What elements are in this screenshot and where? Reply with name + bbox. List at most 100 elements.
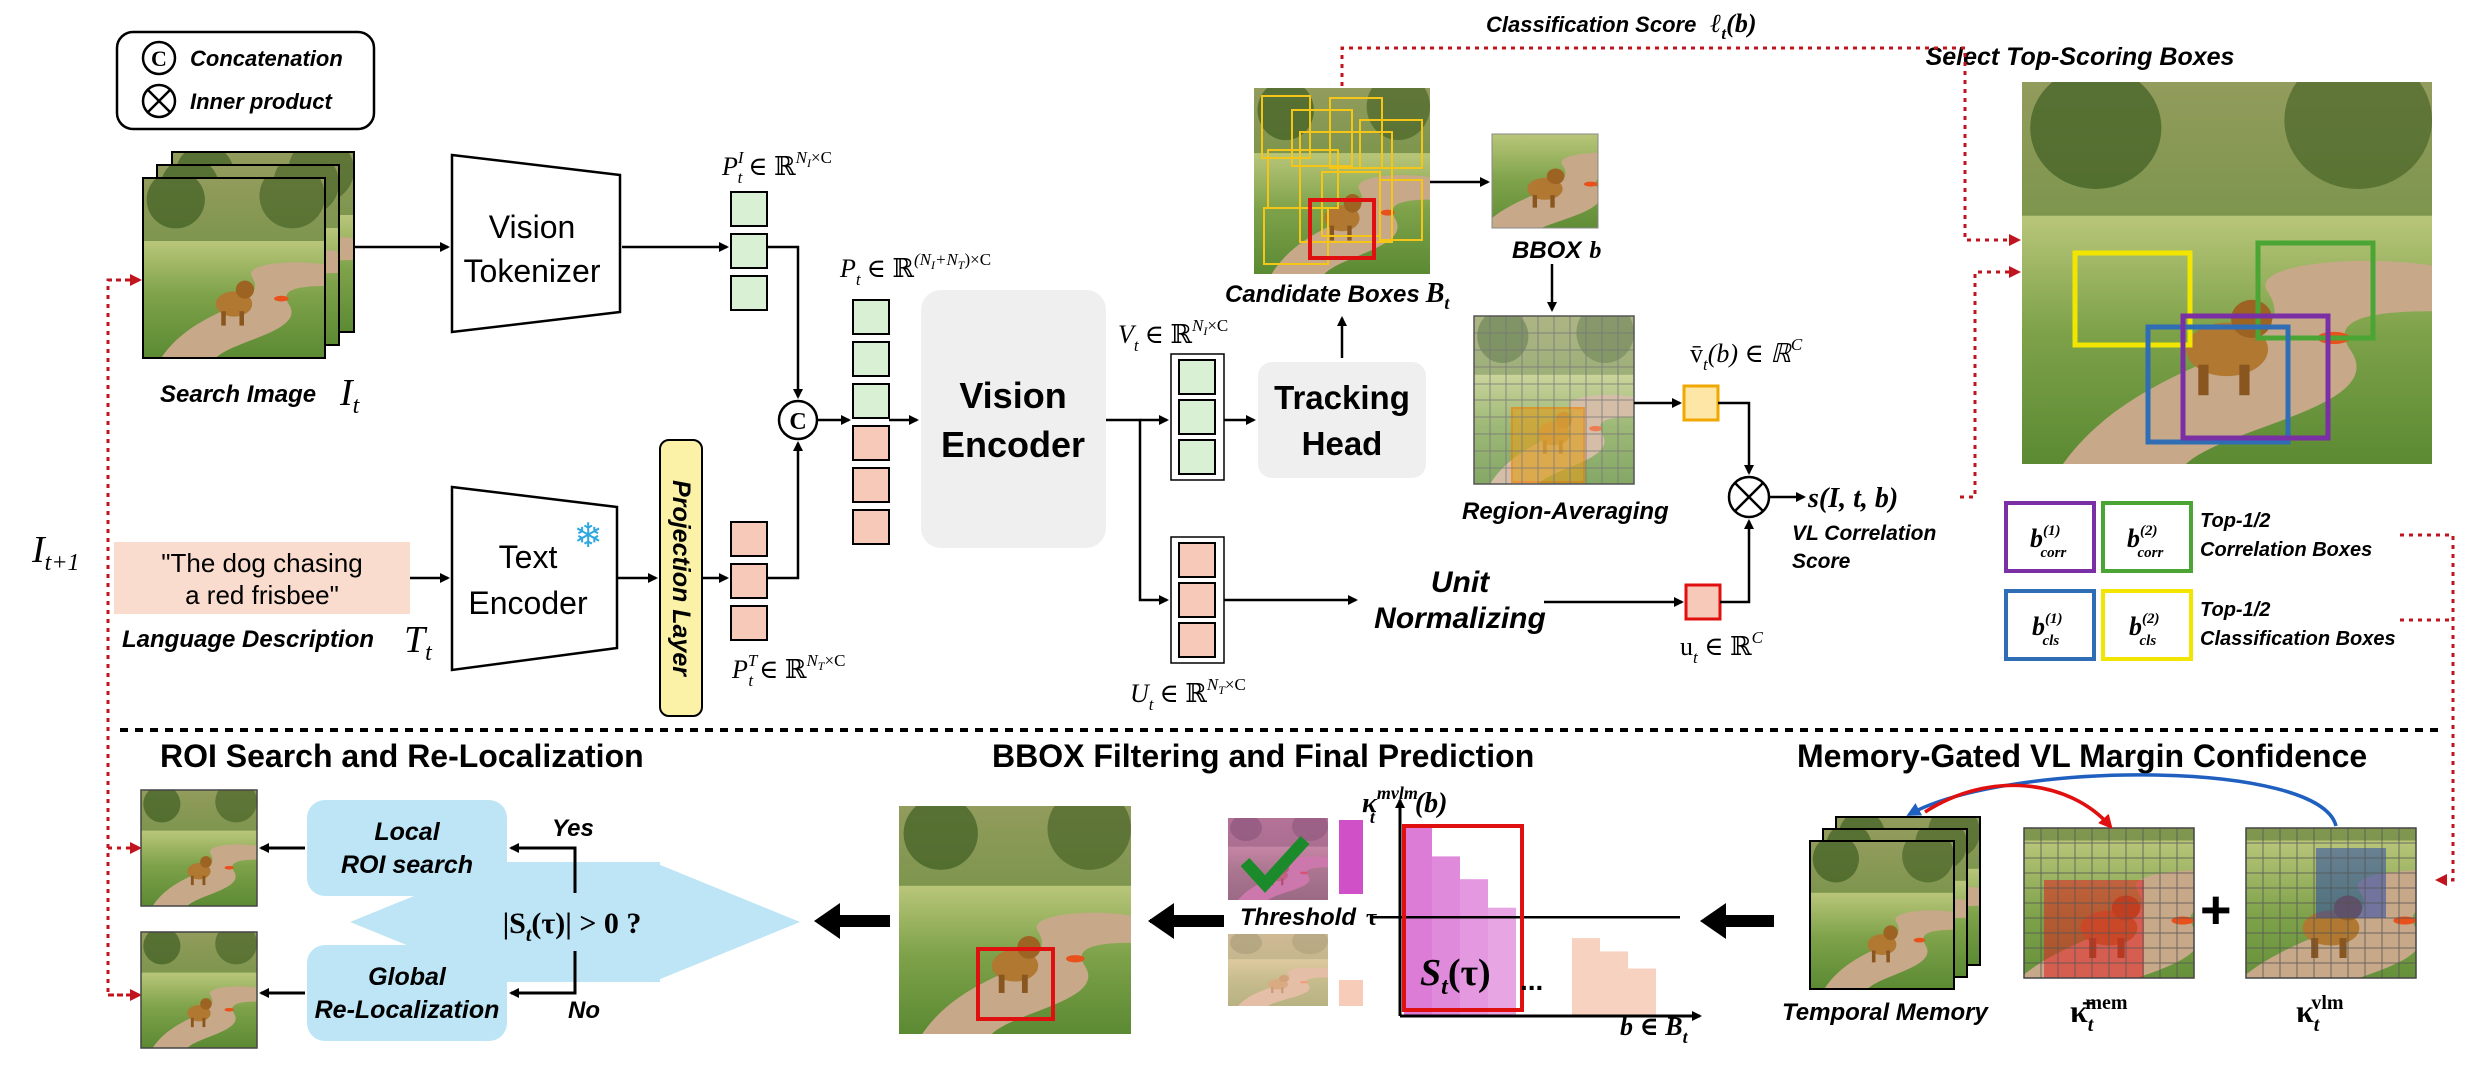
chart-bar: [1600, 951, 1628, 1016]
tracking-head-label-2: Head: [1302, 425, 1383, 462]
ellipsis: ...: [1520, 965, 1543, 996]
image-tokens: [730, 191, 768, 311]
threshold-label: Thresholdτ: [1240, 904, 1377, 931]
roi-title: ROI Search and Re-Localization: [160, 738, 644, 774]
region-averaging-label: Region-Averaging: [1462, 498, 1669, 525]
corr-score-label-1: VL Correlation: [1792, 522, 1936, 545]
svg-text:Classification Boxes: Classification Boxes: [2200, 628, 2396, 650]
text-prompt-line1: "The dog chasing: [161, 548, 362, 578]
kappa-mem-label: κ̄tmem: [2070, 992, 2128, 1036]
box-cls-2: [2145, 324, 2291, 445]
bbox-crop-image: [1492, 134, 1598, 228]
final-prediction-box: [976, 947, 1055, 1021]
plus-sign: +: [2200, 880, 2232, 940]
search-image-stack: [142, 151, 355, 359]
yes-label: Yes: [552, 815, 594, 842]
vision-tokenizer-label-1: Vision: [489, 209, 576, 245]
temporal-memory-stack: [1809, 816, 1981, 990]
kappa-vlm-label: κtvlm: [2296, 992, 2344, 1036]
local-roi-search-block: [307, 800, 507, 896]
search-image: [142, 177, 326, 359]
legend: C Concatenation Inner product: [115, 30, 376, 131]
vision-tokenizer-block: [450, 153, 622, 334]
memory-gate-arrow: [1924, 783, 2113, 830]
language-label: Language Description: [122, 626, 374, 653]
box-cls-1: [2072, 250, 2193, 348]
selected-set-box: [1402, 824, 1524, 1012]
confidence-chart: [1370, 798, 1702, 1021]
candidate-best-box: [1308, 198, 1376, 260]
p-all-label: Pt∈ ℝ(NI+NT)×C: [839, 250, 991, 289]
svg-text:Global: Global: [368, 963, 447, 991]
concat-label: Concatenation: [190, 46, 343, 71]
text-encoder-label-1: Text: [499, 539, 558, 575]
no-label: No: [568, 997, 600, 1024]
chart-bar: [1404, 826, 1432, 1016]
svg-text:b(2)corr: b(2)corr: [2127, 523, 2163, 561]
check-icon: [1240, 835, 1310, 893]
region-grid: [1474, 316, 1634, 484]
candidate-boxes-image: [1254, 88, 1430, 274]
tracking-head-block: [1258, 362, 1426, 478]
box-corr-2: [2255, 240, 2376, 341]
local-roi-image: [141, 790, 257, 906]
dotted-red-paths: [106, 46, 2455, 1001]
ut-label: ut ∈ ℝC: [1680, 628, 1764, 667]
legend-frame: [115, 30, 376, 131]
temporal-memory-label: Temporal Memory: [1782, 999, 1989, 1026]
svg-text:ROI search: ROI search: [341, 851, 473, 879]
final-prediction-image: [899, 806, 1131, 1034]
concat-symbol-icon: [141, 40, 177, 76]
global-reloc-block: [307, 945, 507, 1041]
corr-score-label-2: Score: [1792, 550, 1851, 573]
concat-symbol-letter: C: [151, 46, 167, 71]
vision-encoder-block: [921, 290, 1106, 548]
s-tau-label: St(τ): [1420, 952, 1491, 1000]
search-image-var: It: [339, 372, 361, 419]
decision-condition: |St(τ)| > 0 ?: [503, 907, 642, 946]
chart-bar: [1432, 856, 1460, 1016]
ut-token: [1684, 583, 1722, 621]
svg-text:b(2)cls: b(2)cls: [2129, 611, 2160, 649]
memory-title: Memory-Gated VL Margin Confidence: [1797, 738, 2367, 774]
snowflake-icon: ❄: [574, 517, 603, 555]
top-arrows: [354, 177, 1806, 607]
svg-text:b(1)cls: b(1)cls: [2032, 611, 2063, 649]
svg-text:b(1)corr: b(1)corr: [2030, 523, 2066, 561]
chart-x-label: b ∈ Bt: [1620, 1012, 1689, 1047]
svg-text:Local: Local: [374, 818, 440, 846]
inner-product-label: Inner product: [190, 89, 333, 114]
svg-text:Top-1/2: Top-1/2: [2200, 510, 2270, 532]
text-encoder-label-2: Encoder: [468, 585, 588, 621]
tracking-head-label-1: Tracking: [1274, 379, 1410, 416]
combined-tokens: [852, 299, 890, 545]
text-prompt-line2: a red frisbee": [185, 580, 339, 610]
text-var: Tt: [404, 619, 433, 666]
global-reloc-image: [141, 932, 257, 1048]
vision-tokenizer-label-2: Tokenizer: [464, 253, 601, 289]
chart-bar: [1460, 879, 1488, 1016]
box-corr-1: [2180, 313, 2331, 441]
vbar-token: [1682, 384, 1720, 422]
corr-score-var: s(I, t, b): [1807, 483, 1898, 514]
filter-title: BBOX Filtering and Final Prediction: [992, 738, 1534, 774]
svg-text:Top-1/2: Top-1/2: [2200, 599, 2270, 621]
box-legend: b(1)corr b(2)corr Top-1/2 Correlation Bo…: [2004, 501, 2396, 661]
vision-encoder-label-2: Encoder: [941, 424, 1085, 465]
chart-bar: [1628, 968, 1656, 1016]
chart-bar: [1572, 938, 1600, 1016]
text-prompt-box: [114, 542, 410, 614]
projection-layer-label: Projection Layer: [667, 480, 695, 677]
vision-encoder-label-1: Vision: [959, 375, 1066, 416]
text-encoder-block: [450, 485, 619, 672]
v-label: Vt∈ ℝNI×C: [1118, 316, 1228, 355]
unit-norm-label-2: Normalizing: [1374, 602, 1546, 635]
candidate-box-overlays: [1261, 95, 1423, 265]
search-image-label: Search Image: [160, 381, 316, 408]
text-tokens: [730, 521, 768, 641]
